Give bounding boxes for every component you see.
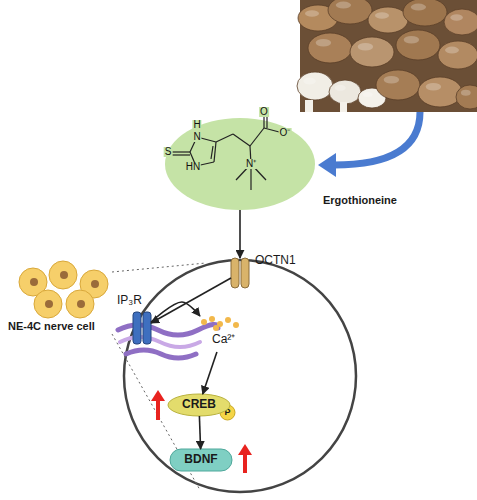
atom-label: O⁻: [279, 128, 292, 138]
mushroom-cap: [376, 70, 420, 100]
atom-label: HN: [185, 162, 201, 172]
mushroom-cap: [418, 77, 462, 107]
mushroom-cap: [438, 41, 477, 69]
increase-arrow: [156, 400, 160, 420]
chemical-bond: [233, 134, 250, 146]
zoom-line: [112, 263, 206, 272]
bio-node: Ca²⁺: [198, 316, 248, 352]
mushroom-cap: [350, 37, 394, 67]
node-text: IP₃R: [117, 294, 142, 307]
calcium-ion: [213, 325, 219, 331]
transporter-half: [231, 258, 239, 288]
mushroom-stem: [340, 102, 347, 112]
mushroom-cap: [308, 33, 352, 63]
cap-highlight: [305, 10, 319, 17]
nerve-cell: [49, 261, 77, 289]
chemical-bond: [214, 142, 216, 162]
source-arrow-head: [318, 153, 336, 177]
cap-highlight: [335, 85, 346, 91]
cell-nucleus: [60, 271, 68, 279]
cap-highlight: [426, 83, 441, 91]
node-text: CREB: [182, 398, 216, 411]
chemical-bond: [211, 146, 213, 159]
transporter-half: [241, 258, 249, 288]
node-shape: [8, 262, 123, 318]
cap-highlight: [303, 78, 316, 85]
cap-highlight: [404, 36, 419, 44]
node-text: OCTN1: [255, 254, 296, 267]
increase-arrow-head: [238, 444, 252, 455]
pathway-arrow: [151, 302, 200, 322]
chemical-bond: [250, 128, 264, 146]
increase-arrow-head: [151, 390, 165, 401]
node-text: NE-4C nerve cell: [8, 320, 95, 332]
cell-nucleus: [91, 280, 99, 288]
calcium-ion: [209, 316, 215, 322]
chemical-bond: [172, 151, 190, 152]
pathway-arrow: [239, 210, 241, 258]
cap-highlight: [384, 76, 399, 84]
bio-node: PCREB: [168, 394, 230, 416]
mushroom-cap: [396, 30, 440, 60]
channel-half: [143, 312, 151, 344]
mushroom-stem: [305, 100, 313, 112]
atom-label: N⁺: [245, 159, 257, 169]
mushroom-cap: [328, 0, 372, 24]
mushroom-cap: [297, 72, 333, 100]
protein-ellipse: [168, 394, 230, 416]
increase-arrow: [243, 454, 247, 473]
cap-highlight: [336, 2, 351, 9]
bio-node: IP₃R: [133, 312, 151, 344]
molecule-ellipse: [165, 118, 315, 210]
node-text: BDNF: [184, 453, 217, 466]
cap-highlight: [445, 47, 459, 54]
node-text: Ergothioneine: [323, 194, 397, 206]
er-membrane: [126, 350, 196, 358]
pathway-arrow: [203, 352, 217, 394]
chemical-bond: [172, 154, 190, 155]
chemical-bond: [216, 134, 233, 142]
nerve-cell: [66, 290, 94, 318]
atom-label: N: [192, 132, 201, 142]
cell-nucleus: [77, 300, 85, 308]
channel-half: [133, 312, 141, 344]
cell-cluster: NE-4C nerve cell: [8, 262, 123, 318]
atom-label: S: [164, 147, 173, 157]
cap-highlight: [450, 14, 463, 21]
cap-highlight: [363, 92, 373, 97]
cap-highlight: [461, 90, 471, 96]
atom-label: O: [259, 107, 269, 117]
source-arrow: [334, 112, 420, 165]
mushroom-cap: [329, 80, 361, 104]
node-text: Ca²⁺: [212, 333, 235, 346]
atom-label: H: [192, 120, 201, 130]
nerve-cell: [34, 290, 62, 318]
node-shape: [133, 312, 151, 344]
mushroom-cap: [456, 85, 477, 109]
cap-highlight: [358, 43, 373, 51]
calcium-ion: [233, 322, 239, 328]
mushroom-cap: [403, 0, 447, 26]
calcium-ion: [225, 317, 231, 323]
cell-nucleus: [30, 278, 38, 286]
mushroom-cap: [368, 7, 408, 33]
protein-box: [170, 449, 232, 471]
cap-highlight: [316, 39, 331, 47]
bio-node: BDNF: [170, 449, 232, 471]
bio-node: OCTN1: [231, 258, 249, 288]
er-membrane: [120, 337, 200, 347]
cap-highlight: [411, 4, 426, 11]
calcium-ion: [201, 319, 207, 325]
node-shape: [231, 258, 249, 288]
mushroom-cap: [444, 9, 477, 35]
pathway-arrow: [151, 278, 231, 323]
cell-nucleus: [45, 300, 53, 308]
pathway-arrow: [199, 416, 200, 449]
cell-membrane: [124, 260, 356, 492]
cap-highlight: [375, 12, 389, 19]
